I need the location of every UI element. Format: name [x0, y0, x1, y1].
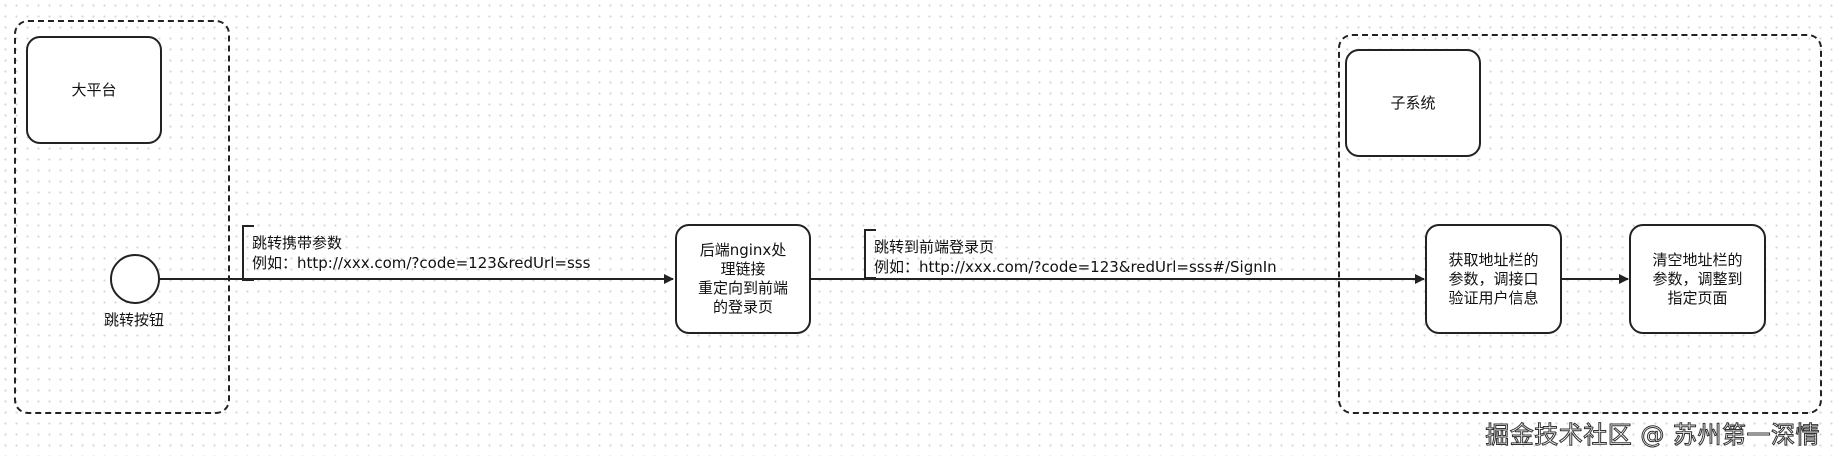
- get-params-box[interactable]: 获取地址栏的 参数，调接口 验证用户信息: [1425, 224, 1562, 334]
- watermark: 掘金技术社区 @ 苏州第一深情: [1485, 421, 1820, 450]
- annotation-bracket-1: [242, 225, 254, 281]
- annotation-bracket-2: [864, 229, 876, 279]
- nginx-process-box[interactable]: 后端nginx处 理链接 重定向到前端 的登录页: [675, 224, 811, 334]
- subsystem-lane: [1338, 34, 1822, 414]
- big-platform-box[interactable]: 大平台: [26, 36, 162, 144]
- jump-button-circle[interactable]: [110, 254, 160, 304]
- edge-annotation-jump-with-params: 跳转携带参数 例如：http://xxx.com/?code=123&redUr…: [252, 234, 591, 272]
- edge-annotation-jump-to-login: 跳转到前端登录页 例如：http://xxx.com/?code=123&red…: [874, 238, 1277, 276]
- clear-params-box[interactable]: 清空地址栏的 参数，调整到 指定页面: [1629, 224, 1766, 334]
- subsystem-box[interactable]: 子系统: [1345, 49, 1481, 157]
- jump-button-caption: 跳转按钮: [104, 311, 165, 329]
- big-platform-lane: [14, 20, 230, 414]
